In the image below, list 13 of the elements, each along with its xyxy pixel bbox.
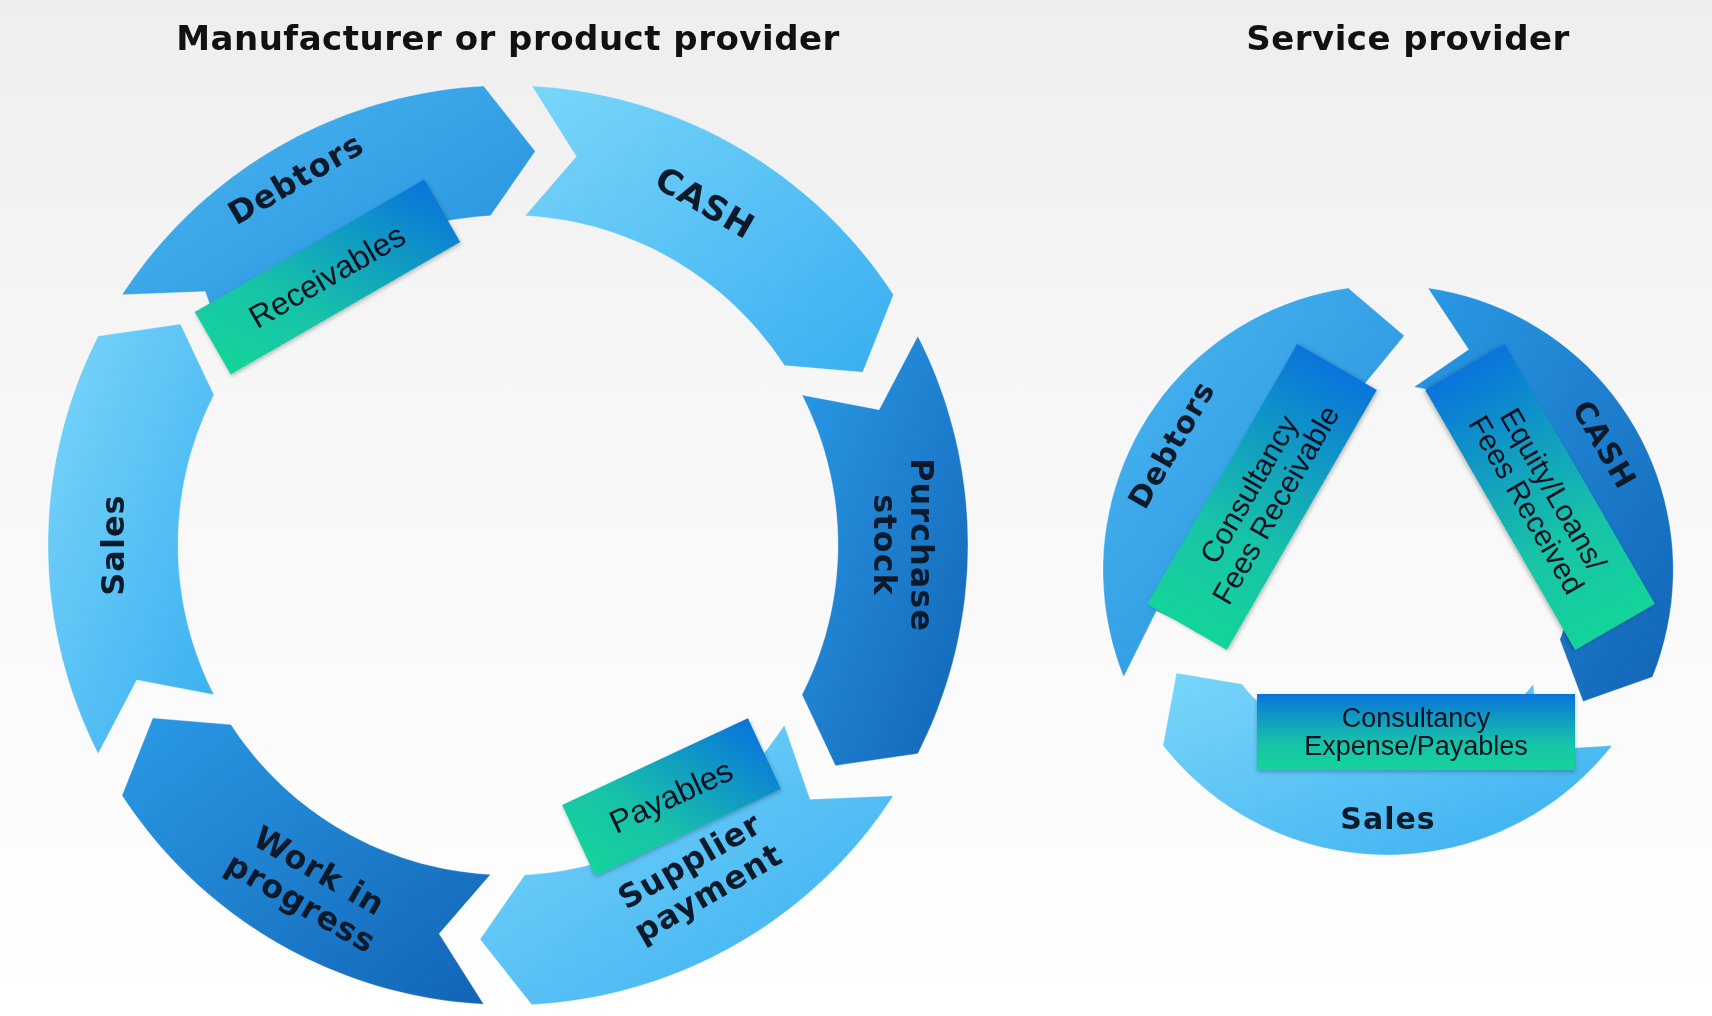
ring-segment xyxy=(1413,287,1673,702)
ring-segment xyxy=(1163,673,1613,855)
segment-label: Purchase stock xyxy=(866,456,940,635)
ring-segment xyxy=(1103,287,1405,677)
heading: Manufacturer or product provider xyxy=(176,18,840,58)
ring-segment xyxy=(48,324,214,754)
segment-label: Sales xyxy=(1339,801,1437,837)
heading: Service provider xyxy=(1246,18,1570,58)
ring-segment xyxy=(802,336,968,766)
segment-label: Sales xyxy=(94,493,132,598)
ring-segment xyxy=(525,85,894,372)
label-tag: Consultancy Expense/Payables xyxy=(1257,694,1575,770)
ring-segment xyxy=(122,718,491,1005)
